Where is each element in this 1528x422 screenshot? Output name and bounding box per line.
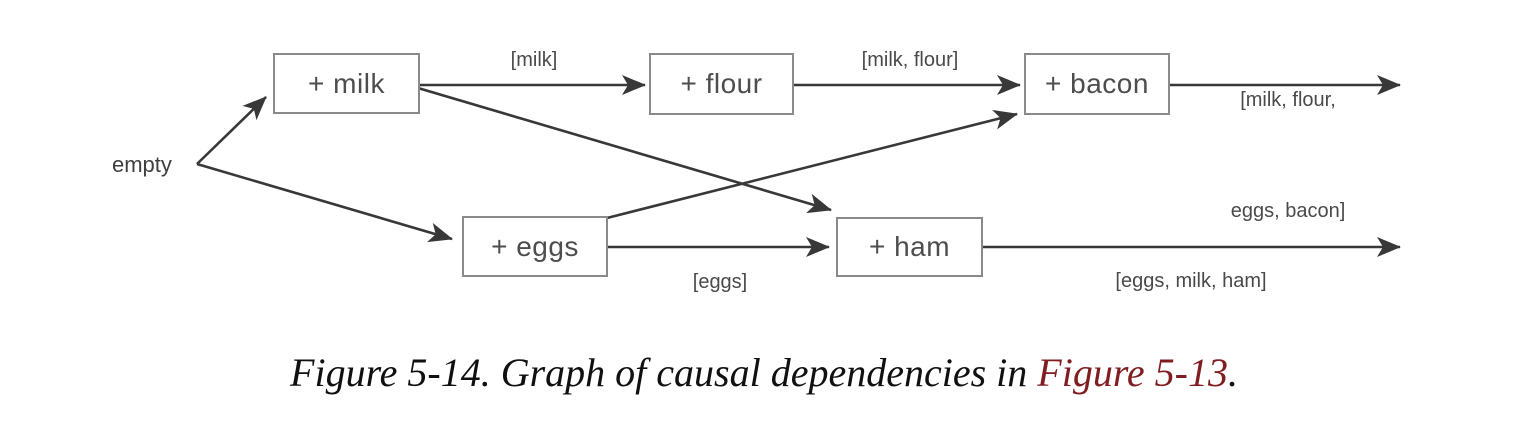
caption-period: . — [1227, 350, 1238, 395]
arrow-empty-to-eggs — [196, 162, 453, 243]
node-eggs: + eggs — [462, 216, 608, 277]
caption-figure-5-13-link[interactable]: Figure 5-13 — [1037, 350, 1228, 395]
arrow-empty-to-milk — [196, 96, 267, 165]
edge-label-milk: [milk] — [510, 49, 558, 71]
edge-label-milk-flour-eggs-bacon: [milk, flour, eggs, bacon] — [1231, 8, 1346, 304]
edge-label-line1: [milk, flour, — [1240, 89, 1336, 111]
edge-label-eggs-milk-ham: [eggs, milk, ham] — [1115, 270, 1267, 292]
empty-state-label: empty — [112, 152, 172, 177]
arrow-milk-to-ham — [417, 86, 832, 214]
edge-label-line2: eggs, bacon] — [1230, 200, 1346, 222]
arrow-eggs-to-bacon — [606, 109, 1018, 220]
edge-label-eggs: [eggs] — [692, 271, 748, 293]
node-milk: + milk — [273, 53, 420, 114]
caption-text: Figure 5-14. Graph of causal dependencie… — [290, 350, 1038, 395]
node-ham: + ham — [836, 217, 983, 277]
figure-caption: Figure 5-14. Graph of causal dependencie… — [0, 349, 1528, 396]
node-flour: + flour — [649, 53, 794, 115]
edge-label-milk-flour: [milk, flour] — [861, 49, 959, 71]
node-bacon: + bacon — [1024, 53, 1170, 115]
